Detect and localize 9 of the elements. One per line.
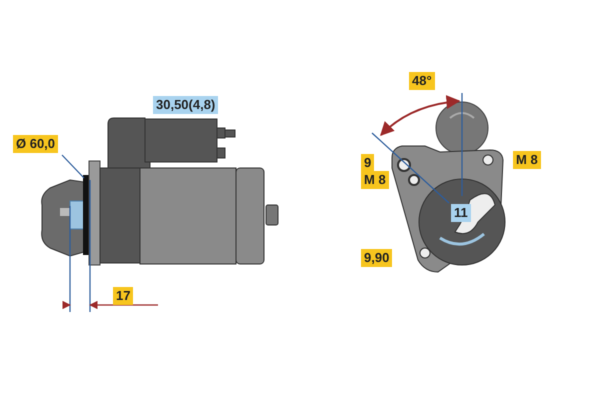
dimension-value: 30,50(4,8)	[153, 96, 218, 114]
tooth-count: 11	[451, 204, 471, 222]
diameter-dimension: Ø 60,0	[13, 135, 58, 153]
dimension-value: 17	[113, 287, 134, 305]
thread-size: M 8	[361, 171, 389, 189]
angle-dimension: 48°	[409, 72, 435, 90]
thread-size: M 8	[513, 151, 541, 169]
hole-count: 9	[361, 154, 374, 172]
dimension-value: 9,90	[361, 249, 392, 267]
